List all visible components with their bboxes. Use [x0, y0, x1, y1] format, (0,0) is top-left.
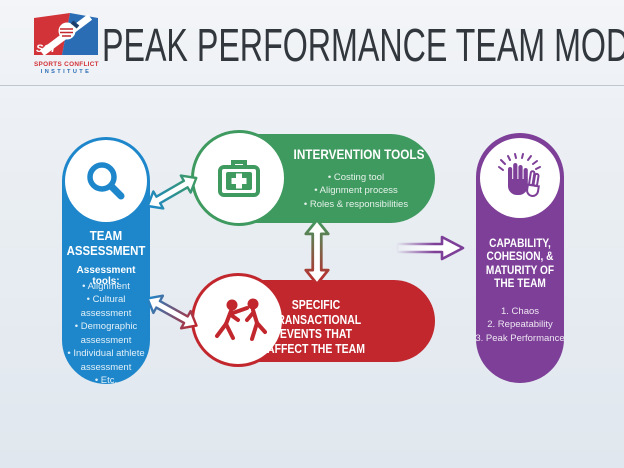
arrow-assessment-intervention — [146, 174, 198, 210]
list-item: 3. Peak Performance — [475, 332, 565, 344]
assessment-tools-list: AlignmentCultural assessmentDemographic … — [64, 280, 148, 388]
list-item: Alignment process — [281, 184, 431, 197]
conflict-figures-icon — [215, 298, 267, 341]
logo-line2: INSTITUTE — [40, 69, 92, 75]
list-item: THE TEAM — [494, 277, 546, 290]
list-item: Etc. — [64, 374, 148, 387]
sci-logo-emblem: SCI — [34, 13, 98, 56]
list-item: AFFECT THE TEAM — [266, 341, 365, 356]
list-item: 2. Repeatability — [487, 319, 553, 331]
arrow-to-capability — [396, 235, 465, 261]
logo-acronym: SCI — [36, 43, 55, 55]
list-item: COHESION, & — [486, 251, 554, 264]
page-title: PEAK PERFORMANCE TEAM MODEL — [102, 19, 624, 71]
list-item: SPECIFIC TRANSACTIONAL — [270, 298, 362, 327]
intervention-tools-title: INTERVENTION TOOLS — [293, 146, 425, 162]
intervention-tools-list: Costing toolAlignment processRoles & res… — [281, 171, 431, 211]
arrow-intervention-events — [304, 218, 330, 286]
intervention-tools-circle — [191, 130, 287, 226]
logo-line1: SPORTS CONFLICT — [34, 61, 99, 68]
applause-icon — [498, 153, 541, 197]
list-item: EVENTS THAT — [279, 327, 353, 341]
list-item: Individual athlete assessment — [64, 347, 148, 374]
list-item: Alignment — [64, 280, 148, 293]
list-item: ASSESSMENT — [66, 243, 146, 259]
list-item: Demographic assessment — [64, 320, 148, 347]
list-item: Cultural assessment — [64, 293, 148, 320]
first-aid-kit-icon — [218, 160, 260, 197]
magnifier-icon — [87, 162, 125, 200]
intervention-tools-pill: INTERVENTION TOOLS Costing toolAlignment… — [191, 130, 435, 226]
sci-logo: SCI SPORTS CONFLICT INSTITUTE — [34, 13, 99, 75]
list-item: Roles & responsibilities — [281, 198, 431, 211]
arrow-assessment-events — [146, 294, 198, 330]
list-item: MATURITY OF — [485, 264, 555, 277]
header-divider — [0, 85, 624, 86]
list-item: TEAM — [89, 228, 123, 243]
capability-circle — [480, 138, 560, 218]
transactional-events-circle — [191, 273, 285, 367]
list-item: CAPABILITY, — [489, 238, 551, 250]
list-item: Costing tool — [281, 171, 431, 184]
list-item: 1. Chaos — [500, 306, 540, 317]
handshake-icon — [58, 20, 80, 40]
team-assessment-circle — [65, 140, 147, 222]
